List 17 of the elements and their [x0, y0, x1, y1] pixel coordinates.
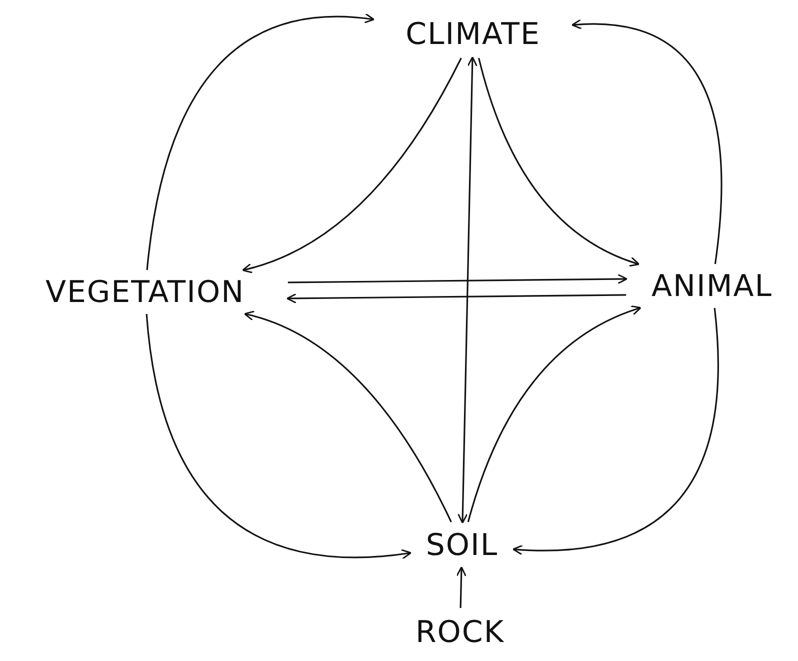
node-label: SOIL	[426, 528, 498, 562]
node-label: VEGETATION	[45, 274, 245, 310]
arrow	[478, 58, 640, 266]
arrow	[242, 58, 462, 273]
node-label: ROCK	[415, 614, 505, 650]
arrow	[146, 314, 412, 560]
arrow	[146, 13, 375, 270]
arrow	[571, 19, 722, 264]
arrow	[512, 308, 719, 555]
arrow	[286, 293, 626, 304]
node-label: CLIMATE	[406, 16, 540, 52]
arrow	[467, 306, 642, 522]
arrow	[456, 566, 466, 608]
node-label: ANIMAL	[652, 268, 772, 304]
arrow	[288, 274, 628, 284]
arrow	[244, 311, 452, 522]
arrow	[457, 56, 478, 524]
